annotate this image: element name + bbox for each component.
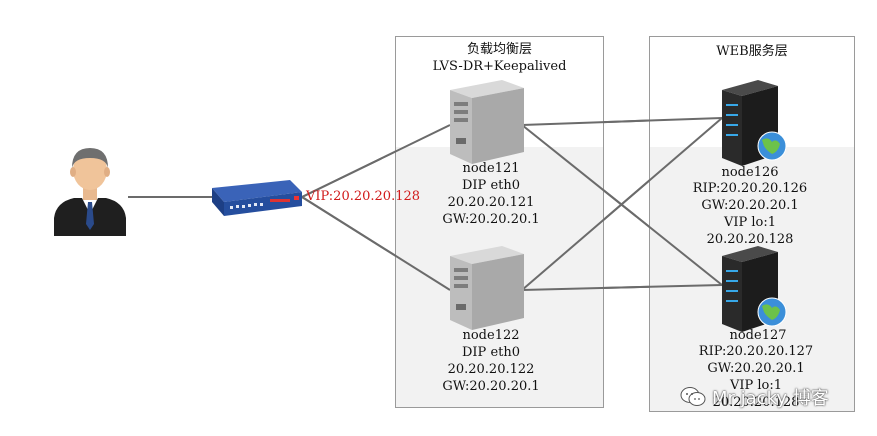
- server-icon-node121: [450, 80, 524, 164]
- web-server-icon-node126: [722, 80, 787, 166]
- link-router-node122-inner: [301, 196, 451, 291]
- web-layer-title: WEB服务层: [716, 44, 788, 59]
- globe-icon-node127: [757, 297, 787, 327]
- lb-layer-subtitle: LVS-DR+Keepalived: [432, 59, 567, 74]
- watermark-text: Mr jacky 博客: [712, 388, 829, 409]
- node122-gw: GW:20.20.20.1: [442, 379, 540, 394]
- server-icon-node122: [450, 246, 524, 330]
- node126-vip: VIP lo:1: [723, 215, 777, 230]
- node122-name: node122: [462, 328, 520, 343]
- link-router-node121-inner: [301, 124, 451, 198]
- router-vip-label: VIP:20.20.20.128: [306, 189, 421, 204]
- node126-vip-ip: 20.20.20.128: [706, 232, 794, 247]
- user-icon: [54, 148, 126, 236]
- node127-gw: GW:20.20.20.1: [707, 361, 805, 376]
- link-node122-node127-inner: [521, 284, 723, 291]
- node126-rip: RIP:20.20.20.126: [692, 181, 808, 196]
- globe-icon-node126: [757, 131, 787, 161]
- node122-ip: 20.20.20.122: [447, 362, 535, 377]
- link-node122-node126-inner: [521, 117, 723, 291]
- node127-rip: RIP:20.20.20.127: [698, 344, 814, 359]
- watermark: Mr jacky 博客: [680, 382, 860, 412]
- web-server-icon-node127: [722, 246, 787, 332]
- node126-name: node126: [721, 165, 779, 180]
- lb-layer-title: 负载均衡层: [466, 42, 532, 57]
- link-node121-node126-inner: [521, 117, 723, 126]
- node126-gw: GW:20.20.20.1: [701, 198, 799, 213]
- node121-ip: 20.20.20.121: [447, 195, 535, 210]
- node127-name: node127: [729, 328, 787, 343]
- node121-name: node121: [462, 161, 520, 176]
- wechat-icon: [680, 387, 706, 406]
- router-icon: [212, 180, 302, 216]
- node121-gw: GW:20.20.20.1: [442, 212, 540, 227]
- node127-vip: VIP lo:1: [729, 378, 783, 393]
- node127-vip-ip: 20.20.20.128: [712, 395, 800, 410]
- node122-dip: DIP eth0: [462, 345, 520, 360]
- node121-dip: DIP eth0: [462, 178, 520, 193]
